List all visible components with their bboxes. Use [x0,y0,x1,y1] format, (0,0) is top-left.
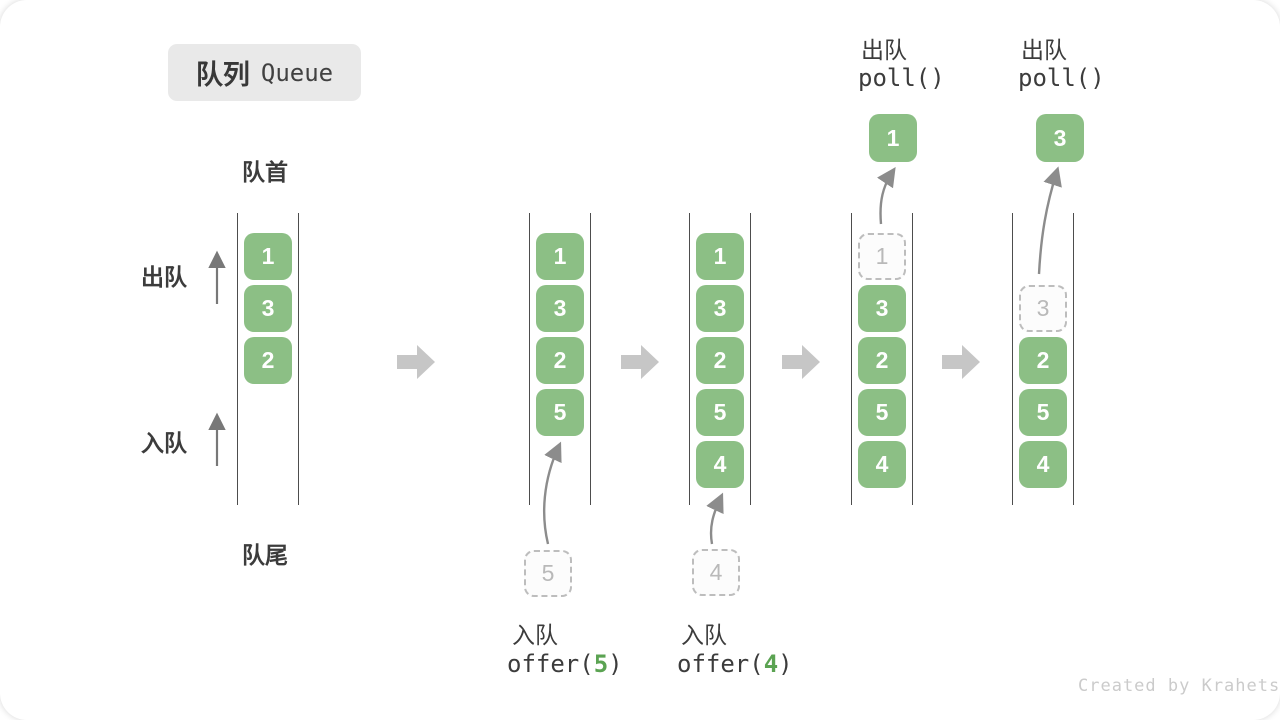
queue-walls [1012,213,1074,505]
queue-walls [851,213,913,505]
title-en: Queue [260,58,334,87]
removed-item-box: 1 [858,233,906,280]
transition-arrow-icon [782,345,820,379]
queue-item-box: 3 [244,285,292,332]
queue-item-box: 5 [858,389,906,436]
code-after: ) [608,650,623,678]
transition-arrow-icon [942,345,980,379]
outgoing-item-box: 1 [869,114,917,162]
queue-item-box: 4 [858,441,906,488]
caption-action: 入队 [681,622,727,648]
code-arg: 5 [593,650,609,678]
label-queue-front: 队首 [242,159,288,185]
queue-item-box: 1 [696,233,744,280]
watermark: Created by Krahets [1078,676,1280,696]
caption-code: poll() [858,64,945,92]
queue-item-box: 3 [536,285,584,332]
code-arg: 4 [763,650,779,678]
dequeue-path-arrow-icon [1037,166,1062,275]
queue-item-box: 2 [536,337,584,384]
dequeue-path-arrow-icon [877,167,896,225]
incoming-item-box: 4 [692,549,740,596]
label-dequeue: 出队 [141,264,187,290]
queue-item-box: 3 [696,285,744,332]
caption-code: poll() [1018,64,1105,92]
queue-item-box: 4 [1019,441,1067,488]
queue-item-box: 2 [1019,337,1067,384]
caption-code: offer(4) [677,650,793,678]
dequeue-up-arrow-icon [208,250,226,304]
queue-walls [529,213,591,505]
enqueue-path-arrow-icon [706,492,724,545]
caption-code: offer(5) [507,650,623,678]
title-box: 队列 Queue [168,44,361,101]
label-queue-rear: 队尾 [242,542,288,568]
queue-item-box: 5 [696,389,744,436]
outgoing-item-box: 3 [1036,114,1084,162]
code-after: ) [778,650,793,678]
caption-action: 出队 [1021,37,1067,63]
code-before: offer( [677,650,764,678]
queue-walls [689,213,751,505]
transition-arrow-icon [397,345,435,379]
queue-item-box: 5 [536,389,584,436]
queue-item-box: 3 [858,285,906,332]
code-before: offer( [507,650,594,678]
queue-item-box: 5 [1019,389,1067,436]
caption-action: 出队 [861,37,907,63]
enqueue-up-arrow-icon [208,412,226,466]
queue-item-box: 1 [244,233,292,280]
queue-item-box: 1 [536,233,584,280]
transition-arrow-icon [621,345,659,379]
queue-item-box: 2 [696,337,744,384]
queue-walls [237,213,299,505]
label-enqueue: 入队 [141,430,187,456]
incoming-item-box: 5 [524,550,572,597]
caption-action: 入队 [512,622,558,648]
enqueue-path-arrow-icon [542,441,562,545]
title-zh: 队列 [195,60,250,90]
queue-item-box: 4 [696,441,744,488]
queue-item-box: 2 [244,337,292,384]
removed-item-box: 3 [1019,285,1067,332]
queue-item-box: 2 [858,337,906,384]
